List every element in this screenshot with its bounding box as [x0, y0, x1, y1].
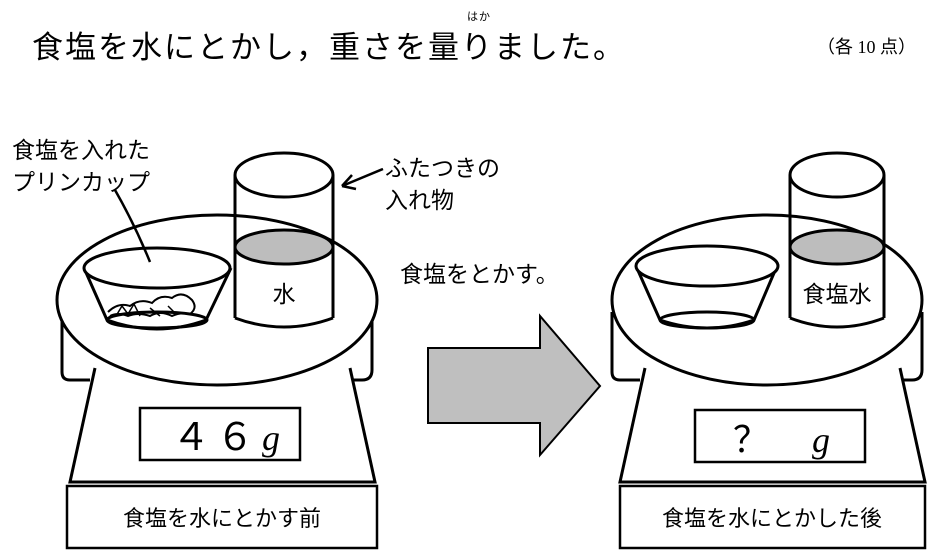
water-surface: [233, 228, 335, 266]
display-value-after: ？: [733, 420, 769, 461]
process-label: 食塩をとかす。: [400, 262, 559, 288]
caption-before: 食塩を水にとかす前: [123, 507, 321, 532]
caption-box-after: [618, 484, 927, 550]
scale-right-edge: [892, 312, 924, 382]
container-label-line2: 入れ物: [385, 188, 454, 214]
lidded-container-after: [788, 151, 886, 329]
lidded-container-before: [233, 151, 335, 329]
water-label: 水: [273, 282, 296, 308]
caption-after: 食塩を水にとかした後: [662, 507, 882, 532]
display-unit-before: g: [262, 418, 280, 458]
points-label: （各 10 点）: [817, 37, 916, 57]
cup-label-line1: 食塩を入れた: [12, 138, 150, 164]
container-pointer-arrowhead: [341, 174, 357, 191]
scale-left-edge: [610, 312, 640, 382]
instruction-text: 食塩を水にとかし，重さを量りました。: [32, 30, 626, 66]
pudding-cup-before: [82, 246, 233, 331]
scale-display: [138, 406, 302, 462]
process-arrow: [427, 313, 602, 458]
scale-display: [693, 408, 867, 464]
caption-box-before: [65, 484, 379, 550]
container-pointer-line: [341, 167, 384, 188]
cup-label-line2: プリンカップ: [12, 170, 150, 196]
display-unit-after: g: [812, 420, 830, 460]
furigana-ruby: はか: [467, 10, 491, 23]
salt-water-label: 食塩水: [803, 282, 872, 308]
scale-right-edge: [342, 312, 374, 382]
pudding-cup-after: [634, 244, 780, 330]
cup-pointer-line: [113, 189, 152, 263]
scale-left-edge: [60, 312, 90, 382]
container-label-line1: ふたつきの: [385, 156, 500, 182]
salt-water-surface: [788, 228, 886, 266]
display-value-before: ４６: [172, 415, 260, 459]
